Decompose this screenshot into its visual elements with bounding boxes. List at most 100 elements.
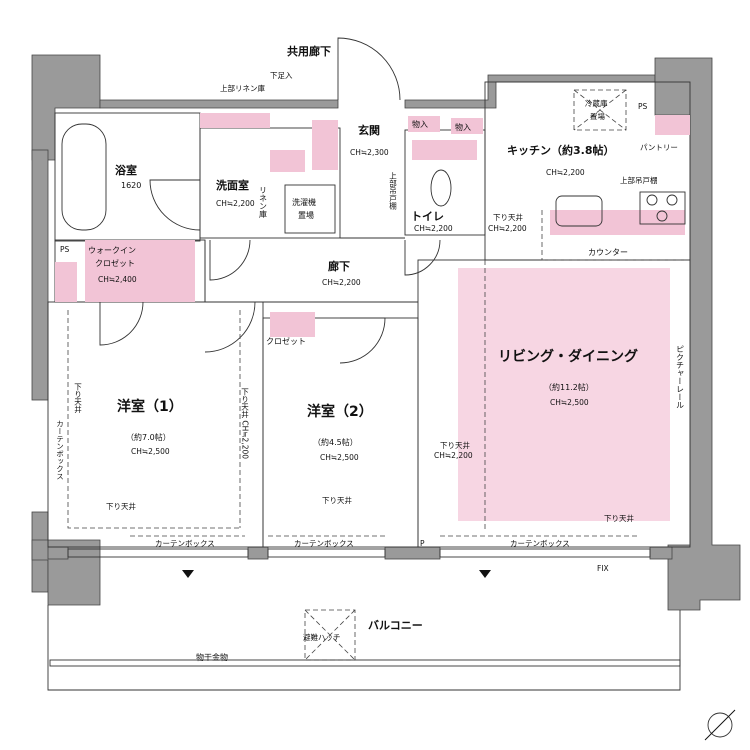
washer-box xyxy=(284,184,336,234)
washroom-door[interactable] xyxy=(209,239,251,281)
fix-label: FIX xyxy=(597,564,609,573)
lowered-ceiling-w1-bottom: 下り天井 xyxy=(106,501,136,511)
pantry-fill xyxy=(655,115,690,135)
lowered-ceiling-living: 下り天井 xyxy=(440,440,470,450)
upper-cupboard-vertical: 上部吊戸棚 xyxy=(388,172,397,211)
living-size: （約11.2帖） xyxy=(544,382,594,392)
living-label: リビング・ダイニング xyxy=(498,348,638,365)
storage-b-label: 物入 xyxy=(455,122,471,132)
closet-label: クロゼット xyxy=(266,336,306,346)
bath-label: 浴室 xyxy=(115,163,137,177)
western1-outline xyxy=(47,301,264,548)
kitchen-sink xyxy=(555,195,603,227)
storage-a-fill xyxy=(408,116,440,132)
fridge-box xyxy=(573,89,627,131)
p-label: P xyxy=(420,539,425,548)
washroom-label: 洗面室 xyxy=(216,178,249,192)
western1-size: （約7.0帖） xyxy=(126,432,171,442)
walkin-label-1: ウォークイン xyxy=(88,246,136,255)
window-2 xyxy=(267,548,386,558)
counter-label: カウンター xyxy=(588,248,628,257)
linen-shelf xyxy=(200,113,270,128)
fridge-label: 冷蔵庫 xyxy=(585,98,608,108)
living-outline xyxy=(417,259,691,548)
evacuation-hatch-label: 避難ハッチ xyxy=(303,632,341,642)
living-ch: CH≒2,500 xyxy=(550,398,589,407)
washer-place-label: 置場 xyxy=(298,210,314,220)
window-1 xyxy=(67,548,249,558)
western1-ch: CH≒2,500 xyxy=(131,447,170,456)
western2-ch: CH≒2,500 xyxy=(320,453,359,462)
entrance-marker-1 xyxy=(182,570,194,578)
fridge-place-label: 置場 xyxy=(590,111,605,121)
storage-a-label: 物入 xyxy=(412,119,428,129)
lowered-ceiling-kitchen-ch: CH≒2,200 xyxy=(488,224,527,233)
western2-door[interactable] xyxy=(339,317,386,364)
curtain-box-vertical: カーテンボックス xyxy=(55,420,64,481)
lowered-ceiling-w2: 下り天井 xyxy=(322,495,352,505)
footstool-label: 下足入 xyxy=(270,71,293,80)
wall-bottom-4 xyxy=(649,546,673,560)
toilet-label: トイレ xyxy=(411,210,444,223)
walkin-shelf-1 xyxy=(55,262,77,302)
curtain-box-1: カーテンボックス xyxy=(155,539,215,548)
kitchen-ch: CH≒2,200 xyxy=(546,168,585,177)
common-corridor-label: 共用廊下 xyxy=(287,44,331,58)
walkin-label-2: クロゼット xyxy=(95,258,135,268)
wall-left-top xyxy=(31,54,101,161)
shoe-cabinet-1 xyxy=(270,150,305,172)
storage-b-fill xyxy=(451,118,483,134)
western2-label: 洋室（2） xyxy=(307,403,373,420)
toilet-cabinet xyxy=(412,140,477,160)
washer-label: 洗濯機 xyxy=(292,197,316,207)
hallway-label: 廊下 xyxy=(328,259,350,273)
closet-fill xyxy=(270,312,315,337)
entrance-ch: CH≒2,300 xyxy=(350,148,389,157)
lowered-ceiling-kitchen: 下り天井 xyxy=(493,212,523,222)
kitchen-label: キッチン（約3.8帖） xyxy=(507,143,615,157)
western2-size: （約4.5帖） xyxy=(313,437,358,447)
lowered-ceiling-w1-vertical: 下り天井 CH≒2,200 xyxy=(240,388,249,460)
linen-vertical-label: リネン庫 xyxy=(259,186,268,219)
bath-door[interactable] xyxy=(149,179,201,231)
entrance-label: 玄関 xyxy=(358,123,380,137)
walkin-ch: CH≒2,400 xyxy=(98,275,137,284)
stove xyxy=(639,191,686,225)
bathtub xyxy=(61,123,107,231)
western2-outline xyxy=(262,317,419,548)
washroom-ch: CH≒2,200 xyxy=(216,199,255,208)
western1-label: 洋室（1） xyxy=(117,398,183,415)
ps-left-label: PS xyxy=(60,245,70,254)
lowered-ceiling-living-ch: CH≒2,200 xyxy=(434,451,473,460)
toilet-door[interactable] xyxy=(404,239,441,276)
toilet-bowl xyxy=(430,169,452,207)
pantry-label: パントリー xyxy=(640,143,678,152)
hanger-bar xyxy=(49,659,681,667)
wall-left xyxy=(31,149,49,401)
walkin-shelf-2 xyxy=(85,240,195,302)
entrance-marker-2 xyxy=(479,570,491,578)
balcony-outline xyxy=(47,605,681,691)
shoe-cabinet-2 xyxy=(312,120,338,170)
clothes-hanger-label: 物干金物 xyxy=(196,652,228,662)
curtain-box-3: カーテンボックス xyxy=(510,539,570,548)
compass-icon xyxy=(704,709,736,741)
wall-top-right xyxy=(404,74,656,109)
walkin-door[interactable] xyxy=(99,301,144,346)
western1-door[interactable] xyxy=(204,301,256,353)
wall-bottom-1 xyxy=(47,546,69,560)
picture-rail-label: ピクチャーレール xyxy=(676,345,685,409)
bath-size: 1620 xyxy=(121,181,141,190)
lowered-ceiling-w1-side: 下り天井 xyxy=(73,383,82,415)
window-3 xyxy=(439,548,651,558)
entrance-door[interactable] xyxy=(337,37,401,101)
ps-top-label: PS xyxy=(638,102,648,111)
wall-top-left xyxy=(99,99,339,109)
hallway-ch: CH≒2,200 xyxy=(322,278,361,287)
bath-outline xyxy=(54,112,201,242)
wall-bottom-2 xyxy=(247,546,269,560)
upper-linen-label: 上部リネン庫 xyxy=(220,83,265,93)
kitchen-counter xyxy=(550,210,685,235)
curtain-box-2: カーテンボックス xyxy=(294,539,354,548)
